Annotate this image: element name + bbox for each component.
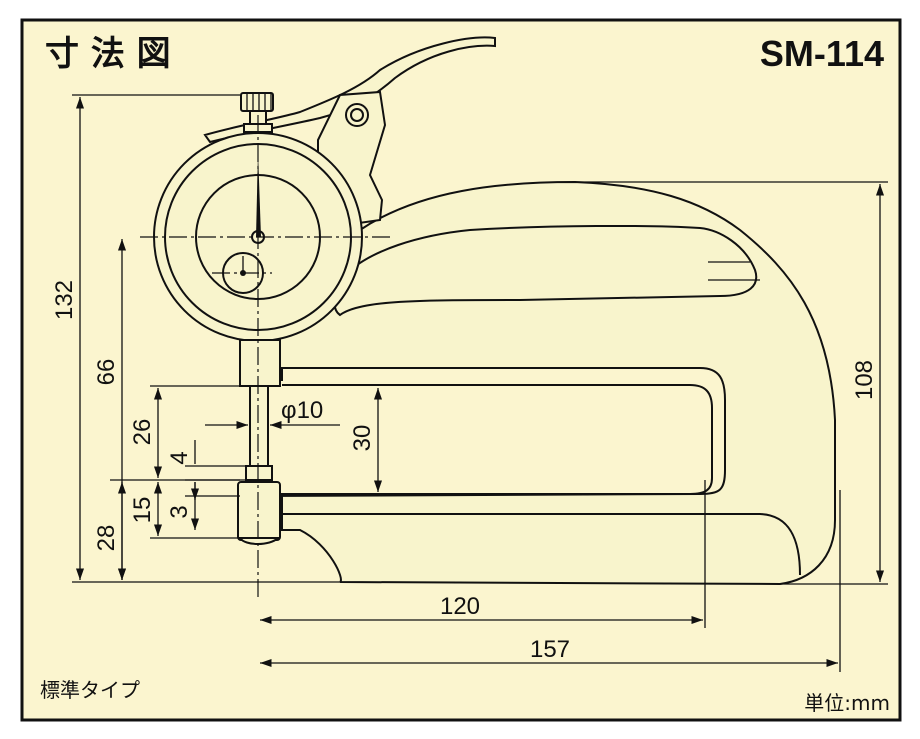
dim-label-15: 15 bbox=[129, 497, 156, 524]
dim-label-120: 120 bbox=[440, 593, 480, 620]
anvil-block bbox=[237, 481, 281, 541]
upper-window-detail bbox=[708, 261, 760, 281]
type-label: 標準タイプ bbox=[40, 678, 140, 702]
dim-label-157: 157 bbox=[530, 636, 570, 663]
dim-label-108: 108 bbox=[851, 360, 878, 400]
model-number: SM-114 bbox=[760, 33, 884, 74]
spindle bbox=[249, 385, 269, 467]
lower-arm bbox=[261, 493, 801, 576]
drawing-title: 寸 法 図 bbox=[45, 34, 171, 74]
main-needle-icon bbox=[256, 152, 261, 237]
dim-label-66: 66 bbox=[93, 359, 120, 386]
dim-label-30: 30 bbox=[349, 425, 376, 452]
top-knob-knurl bbox=[246, 94, 272, 110]
unit-label: 単位:mm bbox=[804, 691, 890, 715]
dial-stem bbox=[239, 339, 281, 387]
dim-label-3: 3 bbox=[166, 505, 193, 518]
pivot-pin bbox=[345, 103, 369, 127]
dim-label-132: 132 bbox=[51, 280, 78, 320]
lever-arm bbox=[203, 36, 496, 144]
top-knob bbox=[240, 92, 274, 112]
upper-window bbox=[333, 224, 758, 317]
pivot-pin-inner bbox=[350, 108, 364, 122]
gauge-frame bbox=[239, 180, 836, 586]
ext-lines-phi10 bbox=[249, 400, 269, 440]
spindle-tip bbox=[245, 465, 273, 481]
dim-label-4: 4 bbox=[166, 451, 193, 464]
dim-label-26: 26 bbox=[129, 419, 156, 446]
dim-label-28: 28 bbox=[93, 525, 120, 552]
anvil-foot bbox=[238, 537, 281, 545]
dim-label-phi10: φ10 bbox=[281, 397, 323, 424]
